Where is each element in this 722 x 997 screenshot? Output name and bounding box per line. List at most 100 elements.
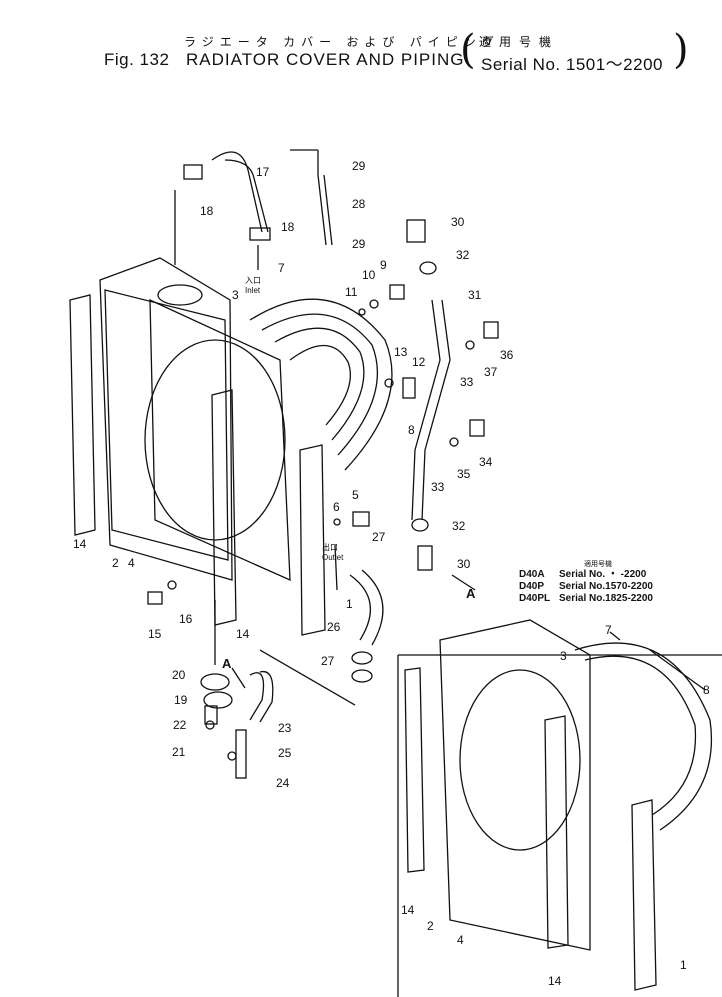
label-30-top: 30: [451, 215, 465, 229]
elbow-30-upper: [406, 219, 426, 243]
bolt-21: [204, 705, 218, 725]
label-35: 35: [457, 467, 471, 481]
label-30-lower: 30: [457, 557, 471, 571]
label-10: 10: [362, 268, 376, 282]
label-26: 26: [327, 620, 341, 634]
water-pipe-19: [249, 670, 274, 723]
inset-label-14-left: 14: [401, 903, 415, 917]
label-4: 4: [128, 556, 135, 570]
label-28: 28: [352, 197, 366, 211]
variant-serial: Serial No.1825-2200: [559, 593, 653, 604]
clamp-32-lower: [411, 518, 429, 532]
inset-label-1: 1: [680, 958, 687, 972]
label-20: 20: [172, 668, 186, 682]
label-13: 13: [394, 345, 408, 359]
bolt-12: [402, 377, 416, 399]
washer-13: [384, 378, 394, 388]
outlet-japanese: 出口: [322, 542, 338, 552]
clamp-27-a: [351, 651, 373, 665]
arrow-a-lower: [231, 667, 246, 689]
label-6: 6: [333, 500, 340, 514]
part-number-labels: 17 29 18 18 28 30 29 32 7 10 9 11 3 31 1…: [73, 159, 710, 988]
clamp-18-lower: [249, 227, 271, 241]
label-1: 1: [346, 597, 353, 611]
clamp-18-upper: [183, 164, 203, 180]
variant-row: D40A Serial No. ・ -2200: [519, 569, 653, 581]
label-22: 22: [173, 718, 187, 732]
bracket-1: [299, 444, 326, 636]
label-24: 24: [276, 776, 290, 790]
arrow-a-label-right: A: [466, 586, 476, 601]
washer-6: [333, 518, 341, 526]
inset-bracket: [631, 799, 657, 991]
washer-35: [449, 437, 459, 447]
label-19: 19: [174, 693, 188, 707]
variant-model: D40P: [519, 581, 545, 592]
inlet-japanese: 入口: [245, 276, 261, 285]
radiator-body-outline: [99, 257, 233, 581]
lower-hose-26: [349, 569, 384, 646]
bolt-34: [469, 419, 485, 437]
fan-guard: [249, 298, 393, 471]
outlet-label: Outlet: [322, 553, 344, 562]
flow-callouts: 入口 Inlet 出口 Outlet A A: [222, 276, 476, 671]
washer-16: [167, 580, 177, 590]
inset-fan-opening: [459, 669, 581, 851]
label-8: 8: [408, 423, 415, 437]
label-32-top: 32: [456, 248, 470, 262]
hose-28: [317, 174, 333, 246]
label-3: 3: [232, 288, 239, 302]
label-16: 16: [179, 612, 193, 626]
inset-label-2: 2: [427, 919, 434, 933]
label-23: 23: [278, 721, 292, 735]
variant-serial: Serial No. ・ -2200: [559, 569, 647, 580]
label-31: 31: [468, 288, 482, 302]
clamp-32-upper: [419, 261, 437, 275]
flange-19: [203, 691, 233, 709]
inset-leaders: [609, 631, 706, 691]
serial-japanese: 適用号機: [479, 35, 560, 49]
label-2: 2: [112, 556, 119, 570]
label-17: 17: [256, 165, 270, 179]
label-21: 21: [172, 745, 186, 759]
label-15: 15: [148, 627, 162, 641]
bolt-9: [389, 284, 405, 300]
label-18-left: 18: [200, 204, 214, 218]
label-33-lower: 33: [431, 480, 445, 494]
clamp-27-b: [351, 669, 373, 683]
label-14-left: 14: [73, 537, 87, 551]
drain-pipe-24: [235, 729, 247, 779]
inset-right-panel: [544, 715, 569, 949]
label-27-lower: 27: [321, 654, 335, 668]
washer-22: [205, 720, 215, 730]
bolt-36: [483, 321, 499, 339]
inset-label-4: 4: [457, 933, 464, 947]
label-29-bottom: 29: [352, 237, 366, 251]
fan-opening: [144, 339, 286, 541]
ring-25: [227, 751, 237, 761]
label-9: 9: [380, 258, 387, 272]
label-12: 12: [412, 355, 426, 369]
arrow-a-right: [451, 574, 476, 591]
variant-model: D40A: [519, 569, 545, 580]
inset-fan-guard: [574, 642, 713, 831]
inset-label-14-bottom: 14: [548, 974, 562, 988]
label-11: 11: [345, 285, 358, 299]
inset-label-8: 8: [703, 683, 710, 697]
radiator-cap: [157, 284, 203, 306]
label-18-right: 18: [281, 220, 295, 234]
inlet-label: Inlet: [245, 286, 261, 295]
label-34: 34: [479, 455, 493, 469]
side-panel-left: [69, 294, 96, 536]
right-bracket: ): [673, 27, 689, 73]
pipe-31: [411, 299, 441, 521]
label-7: 7: [278, 261, 285, 275]
side-panel-right: [211, 389, 237, 626]
washer-37: [465, 340, 475, 350]
bolt-5: [352, 511, 370, 527]
washer-11: [358, 308, 366, 316]
